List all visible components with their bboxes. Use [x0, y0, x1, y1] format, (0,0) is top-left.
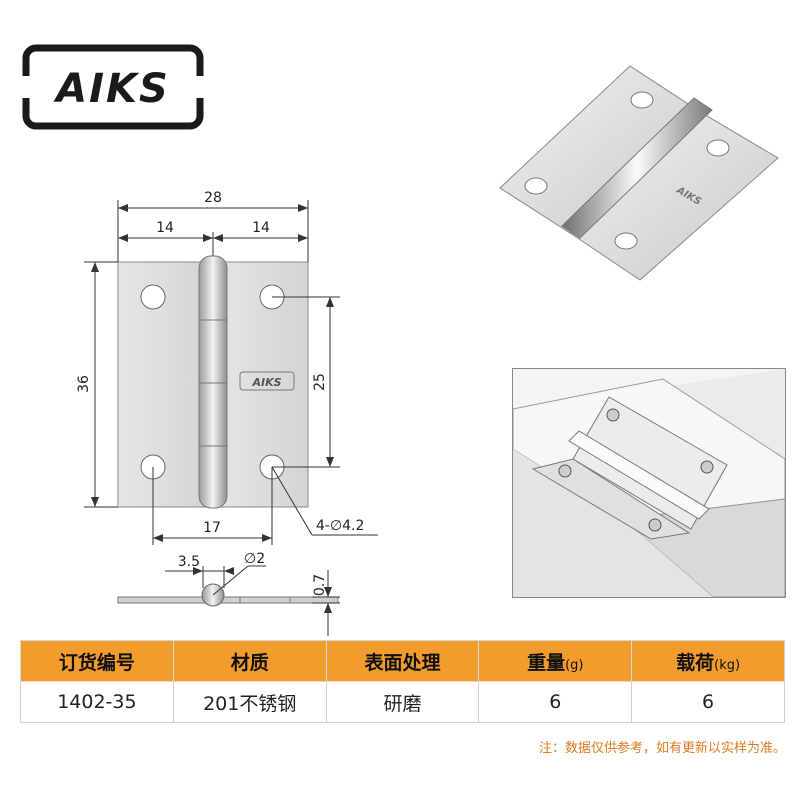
svg-text:AIKS: AIKS	[251, 376, 281, 389]
dim-half-left: 14	[156, 220, 174, 236]
hinge-knuckle	[198, 255, 228, 509]
table-row: 1402-35 201不锈钢 研磨 6 6	[20, 681, 785, 723]
dim-overall-width: 28	[204, 190, 222, 206]
dim-pin-diameter: ∅2	[244, 551, 265, 567]
installation-illustration	[512, 368, 786, 598]
spec-table-header-row: 订货编号 材质 表面处理 重量(g) 载荷(kg)	[20, 640, 785, 682]
header-surface-treatment: 表面处理	[325, 640, 480, 682]
header-load: 载荷(kg)	[631, 640, 785, 682]
dim-half-right: 14	[252, 220, 270, 236]
technical-drawing: AIKS 28 14 14 36 25 17 4-∅4.2	[76, 190, 378, 636]
dim-thickness: 0.7	[312, 574, 328, 596]
brand-logo: AIKS	[22, 44, 204, 130]
dim-knuckle-offset: 3.5	[178, 554, 200, 570]
cell-order-number: 1402-35	[20, 681, 174, 723]
cell-material: 201不锈钢	[172, 681, 327, 723]
cell-load: 6	[631, 681, 785, 723]
hinge-plate-left	[117, 261, 214, 508]
header-order-number: 订货编号	[20, 640, 174, 682]
disclaimer-note: 注：数据仅供参考，如有更新以实样为准。	[538, 741, 786, 756]
mounting-hole	[140, 284, 166, 310]
side-view-leaf	[117, 596, 339, 604]
cell-weight: 6	[478, 681, 633, 723]
dim-hole-callout: 4-∅4.2	[316, 518, 364, 534]
dim-hole-horizontal: 17	[203, 520, 221, 536]
header-material: 材质	[172, 640, 327, 682]
cell-surface-treatment: 研磨	[325, 681, 480, 723]
spec-table: 订货编号 材质 表面处理 重量(g) 载荷(kg) 1402-35 201不锈钢…	[20, 640, 785, 723]
header-weight: 重量(g)	[478, 640, 633, 682]
svg-text:AIKS: AIKS	[53, 66, 170, 112]
dim-height: 36	[76, 375, 92, 393]
hinge-product-image: AIKS	[499, 65, 779, 281]
dim-hole-vertical: 25	[312, 373, 328, 391]
